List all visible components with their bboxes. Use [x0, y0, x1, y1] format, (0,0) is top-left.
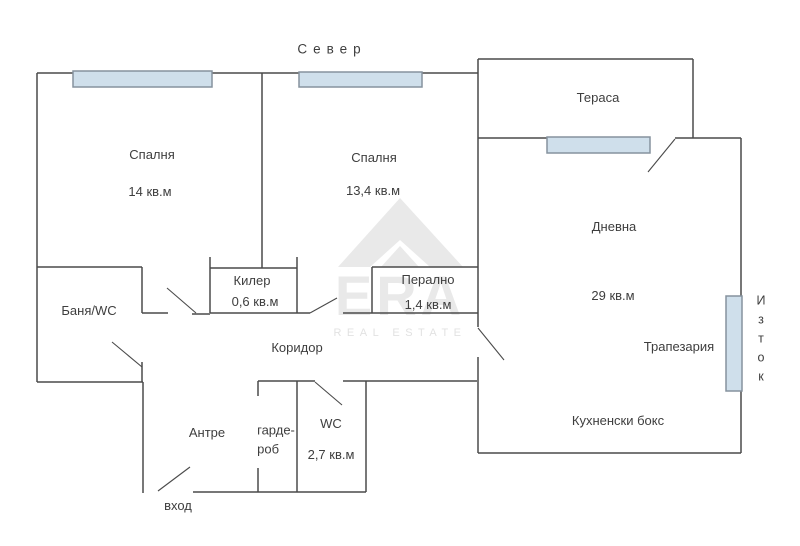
area-label-laundry: 1,4 кв.м — [404, 296, 452, 312]
door-leaf — [477, 327, 505, 361]
door-leaf — [157, 466, 191, 492]
era-chevron-icon — [338, 198, 463, 267]
compass-north-label: Север — [297, 41, 367, 57]
compass-east-label: И з т о к — [756, 293, 766, 384]
room-label-living-room: Дневна — [591, 218, 637, 234]
era-watermark-text: ERA — [335, 264, 465, 327]
door-leaf — [647, 138, 676, 173]
window — [298, 71, 423, 88]
room-label-laundry: Перално — [401, 271, 455, 287]
area-label-bedroom-n: 13,4 кв.м — [345, 182, 401, 198]
room-label-entry-hall: Антре — [188, 424, 226, 440]
door-leaf — [309, 297, 338, 314]
door-leaf — [314, 381, 343, 406]
entrance-label: вход — [164, 497, 192, 513]
room-label-bedroom-n: Спалня — [351, 149, 397, 165]
window — [72, 70, 213, 88]
window — [546, 136, 651, 154]
room-label-wc: WC — [320, 415, 342, 431]
windows-layer — [72, 70, 743, 392]
room-label-wardrobe: гарде- роб — [257, 422, 295, 457]
doors-layer — [111, 138, 676, 492]
door-leaf — [166, 287, 197, 314]
window — [725, 295, 743, 392]
room-label-dining-area: Трапезария — [643, 338, 715, 354]
room-label-closet: Килер — [233, 272, 271, 288]
room-label-bedroom-nw: Спалня — [129, 146, 175, 162]
room-label-kitchen-box: Кухненски бокс — [571, 412, 665, 428]
era-watermark-subtext: REAL ESTATE — [333, 327, 466, 339]
area-label-living-room: 29 кв.м — [591, 287, 635, 303]
walls-layer — [36, 58, 742, 493]
area-label-closet: 0,6 кв.м — [231, 293, 279, 309]
era-watermark: ERA REAL ESTATE — [333, 198, 466, 339]
room-label-terrace: Тераса — [576, 89, 620, 105]
room-label-corridor: Коридор — [271, 339, 323, 355]
area-label-wc: 2,7 кв.м — [307, 446, 355, 462]
room-label-bathroom: Баня/WC — [61, 302, 117, 318]
door-leaf — [111, 341, 143, 368]
era-chevron-inner-icon — [381, 246, 419, 267]
area-label-bedroom-nw: 14 кв.м — [128, 183, 172, 199]
